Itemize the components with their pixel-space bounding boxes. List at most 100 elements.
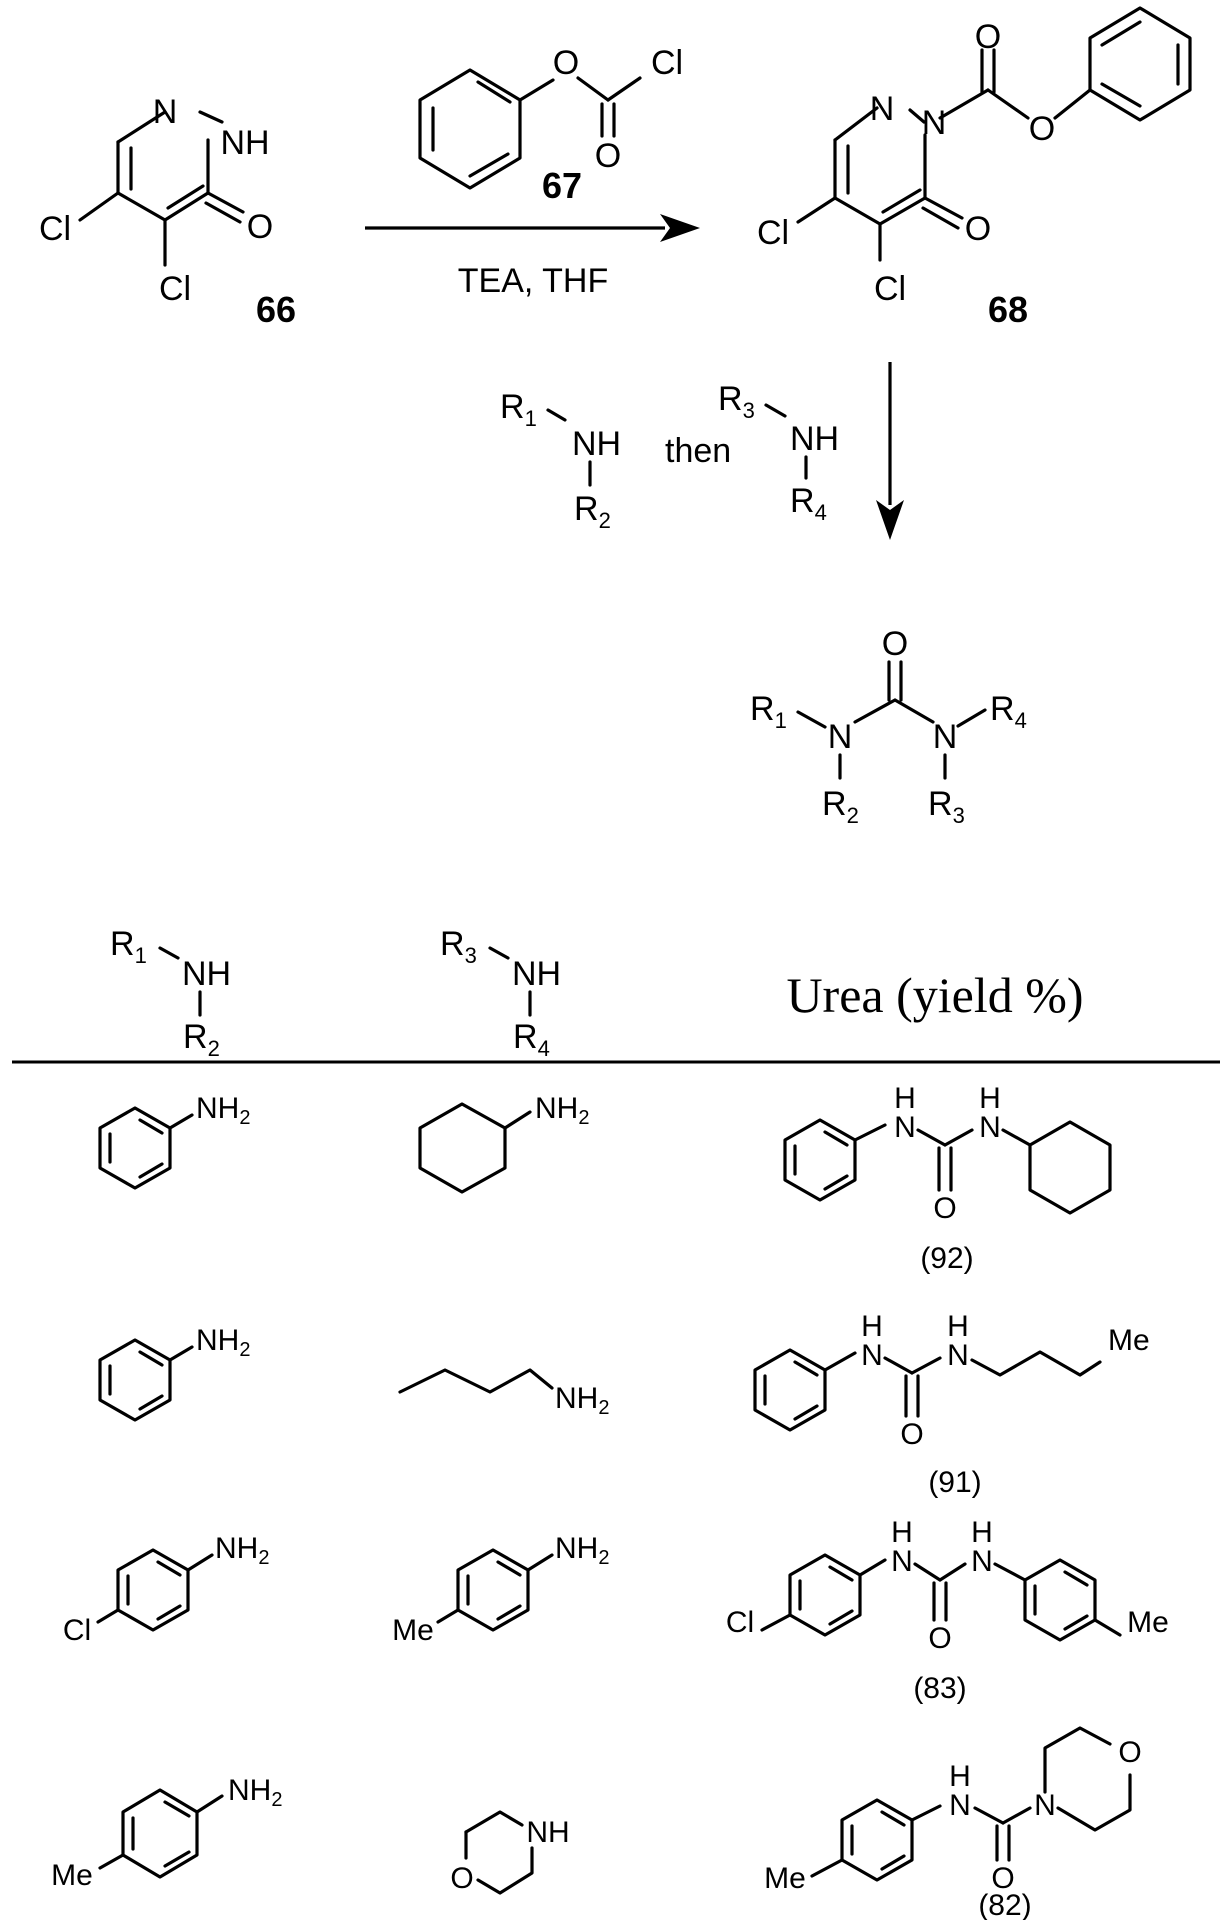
bond-line (518, 78, 555, 102)
bond-line (398, 1368, 554, 1394)
compound-68-structure: N N O O O Cl Cl (757, 6, 1192, 308)
reaction-arrow-horizontal (365, 214, 700, 242)
atom-label: R2 (574, 490, 611, 533)
label-part: 1 (525, 406, 537, 431)
atom-label: NH2 (535, 1092, 589, 1129)
atom-label: R2 (183, 1018, 220, 1061)
atom-label: Me (1127, 1606, 1169, 1639)
bond-line (828, 1565, 854, 1582)
label-part: 2 (239, 1107, 250, 1129)
atom-label: R4 (513, 1018, 550, 1061)
label-part: NH (555, 1532, 598, 1565)
bond-line (881, 188, 922, 214)
atom-label: NH (572, 425, 621, 463)
label-part: 1 (775, 708, 787, 733)
atom-label: Me (51, 1859, 93, 1892)
label-part: NH (196, 1092, 239, 1125)
bond-line (878, 196, 927, 226)
atom-label: O (900, 1418, 923, 1451)
label-part: R (928, 785, 953, 823)
row-2-yield: (91) (928, 1466, 981, 1499)
atom-label: N (971, 1545, 993, 1578)
bond-line (923, 196, 964, 220)
bond-line (418, 68, 522, 190)
bond-line (576, 76, 610, 102)
o-atom-label: O (1029, 110, 1055, 148)
bond-line (138, 1118, 164, 1135)
amine-reagent-2: R3 NH R4 (718, 380, 839, 525)
label-part: 3 (743, 398, 755, 423)
atom-label: H (949, 1760, 971, 1793)
label-part: 2 (578, 1107, 589, 1129)
compound-67-label: 67 (542, 165, 582, 206)
atom-label: NH2 (228, 1774, 282, 1811)
bond-line (156, 1560, 182, 1577)
bond-line (880, 1810, 906, 1827)
atom-label: R1 (750, 690, 787, 733)
cl-atom-label: Cl (757, 214, 789, 252)
bond-line (168, 1345, 194, 1362)
label-part: 3 (465, 943, 477, 968)
bond-line (796, 710, 827, 729)
atom-label: H (861, 1310, 883, 1343)
row-1-amine-1-aniline: NH2 (98, 1092, 250, 1190)
label-part: R (990, 690, 1015, 728)
bond-line (1100, 82, 1142, 108)
reaction-conditions: TEA, THF (458, 262, 609, 300)
bond-line (1043, 1726, 1112, 1794)
bond-line (1001, 1128, 1032, 1147)
n-atom-label: N (922, 104, 947, 142)
compound-67-structure: O Cl O (418, 44, 683, 190)
bond-line (916, 1128, 947, 1147)
bond-line (823, 1351, 857, 1372)
bond-line (468, 152, 510, 178)
row-3-amine-1-chloroaniline: NH2 Cl (63, 1532, 270, 1647)
bond-line (893, 698, 935, 724)
label-part: R (750, 690, 775, 728)
atom-label: O (933, 1192, 956, 1225)
cl-atom-label: Cl (39, 210, 71, 248)
bond-line (910, 1804, 942, 1822)
bond-line (476, 80, 512, 104)
bond-line (938, 1562, 967, 1582)
o-atom-label: O (553, 44, 579, 82)
atom-label: O (450, 1862, 473, 1895)
atom-label: NH (526, 1816, 569, 1849)
label-part: NH (215, 1532, 258, 1565)
atom-label: NH2 (196, 1324, 250, 1361)
label-part: NH (555, 1382, 598, 1415)
row-1-yield: (92) (920, 1242, 973, 1275)
atom-label: N (947, 1339, 969, 1372)
atom-label: H (971, 1516, 993, 1549)
reaction-arrow-vertical (876, 362, 904, 540)
bond-line (138, 1162, 164, 1179)
bond-line (166, 184, 205, 210)
bond-line (880, 1854, 906, 1871)
bond-line (810, 1858, 844, 1878)
bond-line (1001, 1806, 1032, 1825)
bond-line (78, 191, 120, 222)
row-1-urea-product: H N O H N (783, 1082, 1112, 1225)
atom-label: N (1034, 1789, 1056, 1822)
label-part: NH (196, 1324, 239, 1357)
atom-label: N (933, 718, 958, 756)
atom-label: N (894, 1111, 916, 1144)
bond-line (116, 110, 167, 144)
atom-label: NH (182, 955, 231, 993)
bond-line (204, 201, 242, 224)
compound-66-structure: N NH O Cl Cl (39, 93, 273, 308)
label-part: R (513, 1018, 538, 1056)
bond-line (913, 1562, 942, 1582)
bond-line (488, 946, 510, 960)
atom-label: H (947, 1310, 969, 1343)
compound-68-label: 68 (988, 289, 1028, 330)
urea-product-generic: O R1 N R2 N R4 R3 (750, 625, 1027, 828)
o-atom-label: O (965, 210, 991, 248)
amine-reagent-1: R1 NH R2 (500, 388, 621, 533)
then-label: then (665, 432, 731, 470)
row-4-urea-product: Me H N O N O (764, 1726, 1142, 1895)
o-atom-label: O (975, 18, 1001, 56)
cl-atom-label: Cl (159, 270, 191, 308)
label-part: 4 (815, 500, 827, 525)
